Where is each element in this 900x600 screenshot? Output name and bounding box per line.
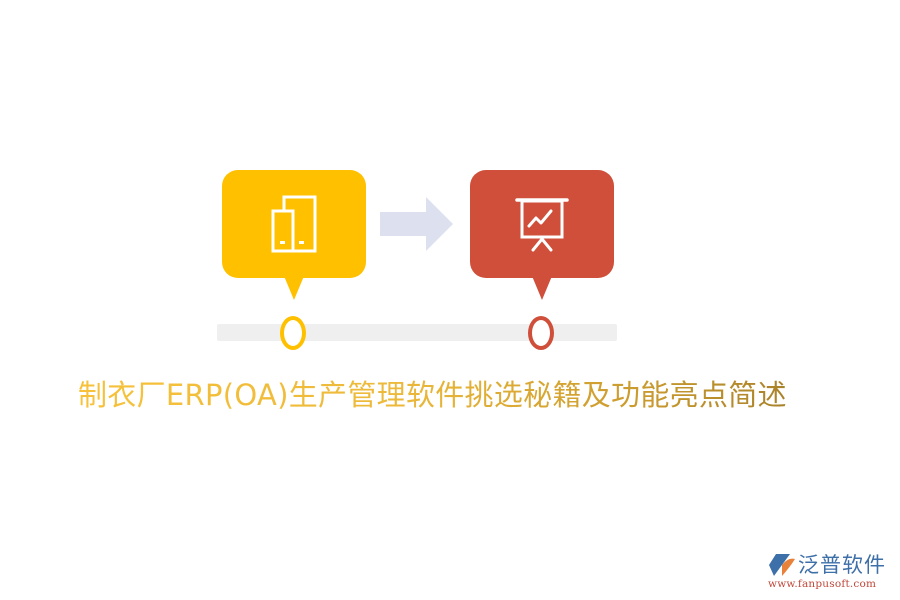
step-1-pointer xyxy=(284,276,304,300)
brand-logo: 泛普软件 www.fanpusoft.com xyxy=(768,552,894,592)
page-title: 制衣厂ERP(OA)生产管理软件挑选秘籍及功能亮点简述 xyxy=(78,372,787,414)
timeline-track xyxy=(217,324,617,341)
fanpu-logo-icon xyxy=(769,554,795,576)
mobile-devices-icon xyxy=(271,195,317,253)
right-arrow-icon xyxy=(380,197,453,251)
step-2-bubble xyxy=(470,170,614,300)
logo-url: www.fanpusoft.com xyxy=(768,578,877,590)
logo-brand-name: 泛普软件 xyxy=(798,553,886,577)
step-1-bubble xyxy=(222,170,366,300)
timeline-marker-2 xyxy=(528,316,554,350)
presentation-chart-icon xyxy=(515,198,569,252)
step-2-pointer xyxy=(532,276,552,300)
timeline-marker-1 xyxy=(280,316,306,350)
